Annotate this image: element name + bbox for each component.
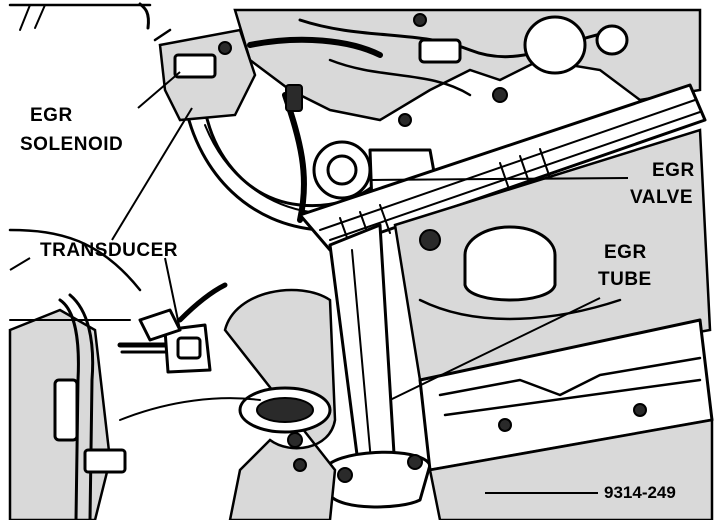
leader-transducer-part2 — [164, 257, 181, 331]
egr-valve-label-line2: VALVE — [630, 187, 693, 208]
transducer-label: TRANSDUCER — [40, 240, 178, 261]
egr-tube-label-line2: TUBE — [598, 269, 652, 290]
engine-artwork — [8, 2, 714, 520]
egr-tube-label-line1: EGR — [604, 242, 647, 263]
egr-solenoid-label-line1: EGR — [30, 105, 73, 126]
manifold-boss — [523, 15, 587, 75]
egr-tube-vertical — [328, 223, 397, 480]
leader-transducer-solenoid — [111, 107, 193, 241]
callouts: EGR SOLENOID TRANSDUCER EGR VALVE EGR TU… — [20, 105, 695, 502]
egr-valve-label-line1: EGR — [652, 160, 695, 181]
egr-solenoid-label-line2: SOLENOID — [20, 134, 123, 155]
leader-transducer-part — [9, 257, 31, 271]
leader-egr-valve — [371, 177, 629, 181]
leader-egr-tube — [389, 297, 601, 401]
leader-lines — [9, 71, 629, 494]
transducer-drawing — [117, 282, 228, 374]
exhaust-elbow — [223, 288, 337, 520]
figure-number: 9314-249 — [604, 483, 676, 502]
leader-egr-solenoid — [137, 71, 181, 109]
